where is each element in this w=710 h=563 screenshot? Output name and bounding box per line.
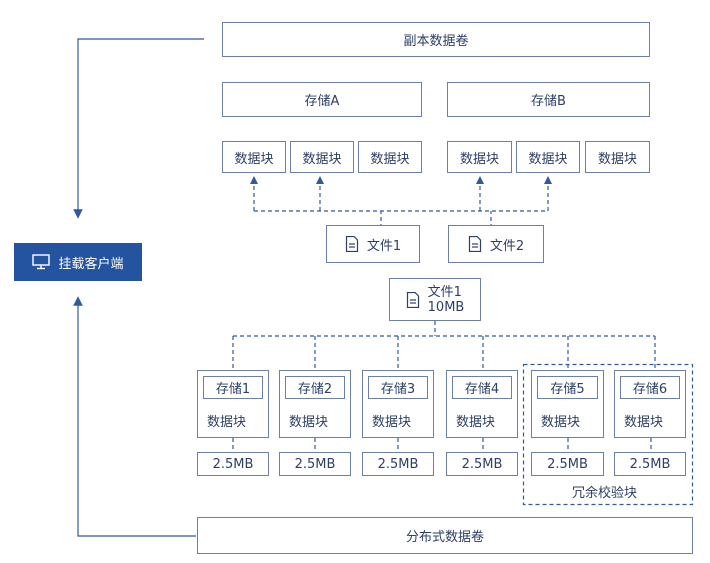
- replica-volume-box: 副本数据卷: [222, 22, 650, 57]
- size-box-3: 2.5MB: [362, 452, 434, 476]
- storage-4-label: 存储4: [464, 382, 500, 397]
- storage-1-label: 存储1: [215, 382, 251, 397]
- block-label: 数据块: [234, 151, 274, 167]
- block-label: 数据块: [302, 151, 342, 167]
- storage-3-block: 数据块: [372, 415, 412, 430]
- size-label: 2.5MB: [629, 456, 671, 472]
- mount-client[interactable]: 挂载客户端: [14, 243, 142, 281]
- size-box-2: 2.5MB: [279, 452, 351, 476]
- size-label: 2.5MB: [547, 456, 588, 472]
- replica-block-a2: 数据块: [290, 141, 354, 173]
- parity-group-label: 冗余校验块: [572, 486, 638, 501]
- storage-6-block: 数据块: [624, 415, 664, 430]
- replica-block-a1: 数据块: [222, 141, 286, 173]
- storage-1-label-box: 存储1: [203, 376, 263, 399]
- distributed-volume-label: 分布式数据卷: [405, 530, 484, 545]
- size-label: 2.5MB: [377, 456, 419, 472]
- replica-block-a3: 数据块: [358, 141, 422, 173]
- replica-block-b1: 数据块: [447, 141, 512, 173]
- storage-5-block: 数据块: [541, 415, 581, 430]
- monitor-icon: [32, 254, 51, 270]
- block-label: 数据块: [370, 151, 410, 167]
- block-label: 数据块: [597, 151, 637, 167]
- big-file-size: 10MB: [427, 299, 465, 315]
- block-label: 数据块: [528, 151, 568, 167]
- storage-4-label-box: 存储4: [452, 376, 512, 399]
- replica-block-b2: 数据块: [516, 141, 580, 173]
- replica-volume-label: 副本数据卷: [403, 34, 469, 49]
- storage-6-label: 存储6: [632, 382, 668, 397]
- distributed-volume-box: 分布式数据卷: [197, 517, 693, 554]
- storage-4-block: 数据块: [456, 415, 496, 430]
- storage-5-label: 存储5: [550, 382, 585, 397]
- document-icon: [345, 236, 359, 252]
- big-file-box: 文件1 10MB: [389, 278, 481, 321]
- storage-3-label-box: 存储3: [368, 376, 428, 399]
- storage-b-label: 存储B: [531, 94, 566, 109]
- block-label: 数据块: [459, 151, 499, 167]
- storage-6-label-box: 存储6: [620, 376, 680, 399]
- size-box-4: 2.5MB: [446, 452, 518, 476]
- size-label: 2.5MB: [461, 456, 503, 472]
- file1-label: 文件1: [366, 238, 402, 254]
- size-box-6: 2.5MB: [614, 452, 686, 476]
- replica-block-b3: 数据块: [585, 141, 650, 173]
- storage-a-label: 存储A: [304, 94, 340, 109]
- storage-2-label: 存储2: [297, 382, 333, 397]
- storage-1-block: 数据块: [207, 415, 247, 430]
- file2-box: 文件2: [448, 225, 544, 263]
- storage-b-box: 存储B: [447, 82, 650, 117]
- file1-box: 文件1: [326, 225, 420, 263]
- big-file-name: 文件1: [427, 284, 462, 300]
- size-label: 2.5MB: [294, 456, 336, 472]
- storage-2-block: 数据块: [289, 415, 329, 430]
- client-label: 挂载客户端: [58, 256, 124, 272]
- size-box-5: 2.5MB: [531, 452, 604, 476]
- storage-a-box: 存储A: [222, 82, 422, 117]
- storage-3-label: 存储3: [380, 382, 416, 397]
- document-icon: [406, 291, 420, 308]
- storage-2-label-box: 存储2: [285, 376, 345, 399]
- document-icon: [468, 236, 482, 252]
- size-label: 2.5MB: [212, 456, 254, 472]
- size-box-1: 2.5MB: [197, 452, 269, 476]
- file2-label: 文件2: [489, 238, 525, 254]
- storage-5-label-box: 存储5: [537, 376, 598, 399]
